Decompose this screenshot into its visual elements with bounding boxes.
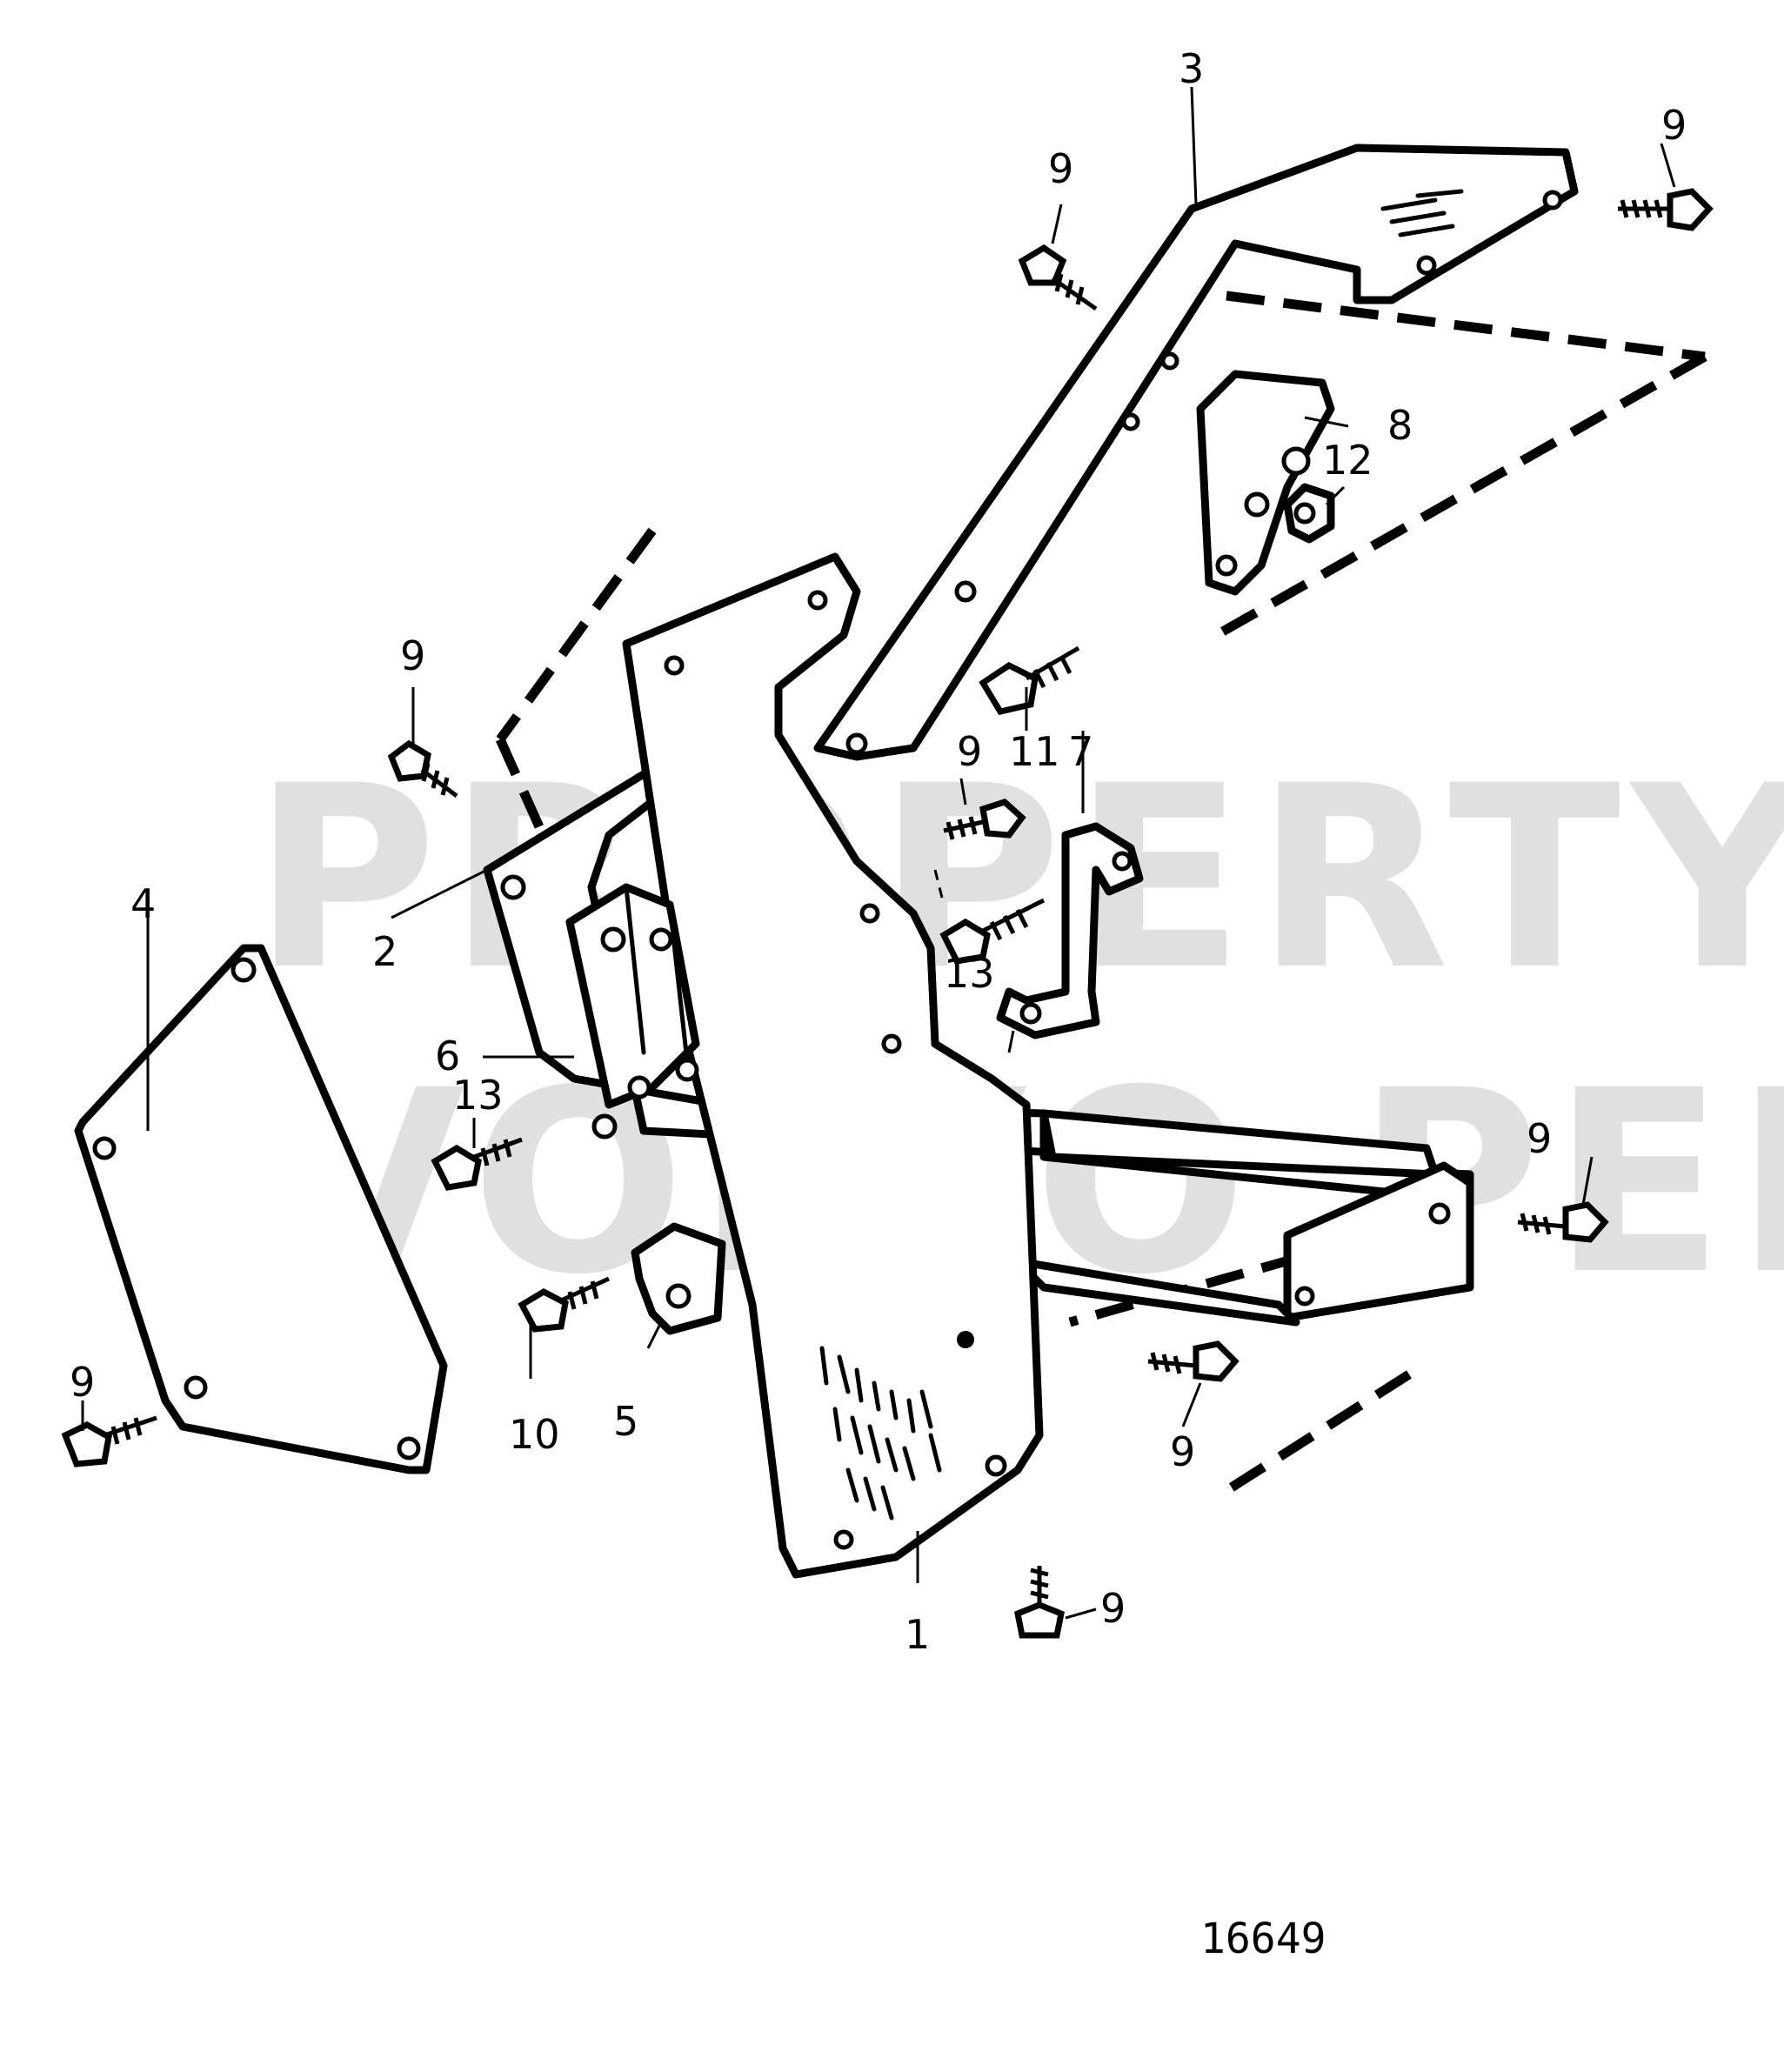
bolt-9-lower-right — [1147, 1340, 1239, 1382]
part-5-clip — [631, 1222, 726, 1335]
callout-9-top-right: 9 — [1661, 102, 1687, 149]
callout-5: 5 — [613, 1398, 638, 1445]
callout-7: 7 — [1068, 728, 1093, 775]
bolt-9-bottom — [1013, 1566, 1066, 1639]
watermark-line-1: PROPERTY OF — [252, 732, 1784, 1026]
bolt-9-top-arm — [1018, 244, 1098, 311]
callout-10: 10 — [509, 1411, 560, 1458]
figure-number: 16649 — [1200, 1915, 1326, 1963]
bolt-9-near-7 — [943, 799, 1026, 840]
bolt-9-bottom-left — [61, 1415, 157, 1467]
callout-9-top: 9 — [1048, 145, 1073, 192]
bolt-10 — [518, 1276, 611, 1333]
callout-6: 6 — [435, 1033, 460, 1079]
part-12-spacer — [1283, 483, 1335, 544]
callout-1: 1 — [905, 1611, 930, 1658]
callout-2: 2 — [372, 928, 398, 975]
part-8-hinge-bracket — [1196, 370, 1335, 596]
callout-13-left: 13 — [452, 1072, 504, 1119]
bolt-9-left-top — [387, 739, 458, 798]
callout-9-bottom: 9 — [1100, 1585, 1126, 1632]
callout-9-lower-right: 9 — [1170, 1428, 1195, 1475]
callout-9-right: 9 — [1527, 1115, 1552, 1162]
part-6-bracket-plate — [565, 883, 700, 1109]
callout-3: 3 — [1179, 45, 1204, 92]
part-7-z-bracket — [996, 822, 1144, 1039]
part-4-cover-plate — [74, 944, 448, 1474]
bolt-11 — [979, 645, 1080, 715]
callout-9-left: 9 — [400, 632, 425, 679]
callout-9-bottom-left: 9 — [70, 1359, 95, 1406]
leader-lines — [81, 86, 1676, 1620]
callout-11: 11 — [1009, 728, 1060, 775]
part-3-angled-arm — [813, 144, 1579, 761]
callout-4: 4 — [130, 880, 156, 927]
callout-8: 8 — [1387, 402, 1413, 449]
callout-9-mid: 9 — [957, 728, 982, 775]
bolt-13-left — [431, 1137, 523, 1191]
bolt-9-right — [1517, 1201, 1609, 1243]
callouts: 3 9 9 8 12 9 11 7 9 2 13 4 6 13 9 9 10 5… — [70, 45, 1687, 1658]
callout-12: 12 — [1322, 437, 1373, 484]
callout-13-right: 13 — [944, 950, 995, 997]
part-1-main-plate — [622, 552, 1044, 1579]
bolts — [61, 188, 1714, 1639]
bolt-9-top-right — [1618, 188, 1714, 231]
bolt-13-near-7 — [939, 898, 1046, 965]
